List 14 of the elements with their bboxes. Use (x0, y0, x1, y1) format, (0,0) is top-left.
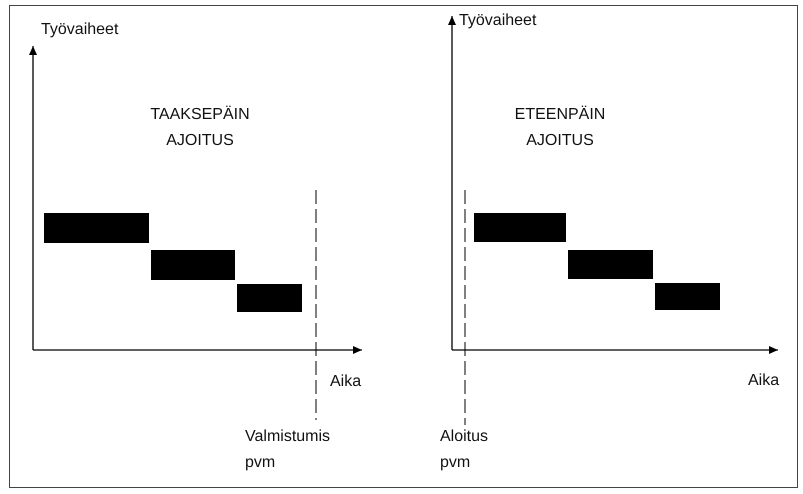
chart-title: TAAKSEPÄIN AJOITUS (149, 104, 251, 151)
chart-title: ETEENPÄIN AJOITUS (514, 104, 606, 151)
milestone-label: Valmistumis pvm (245, 427, 332, 473)
axis-label: Aika (748, 371, 780, 391)
schedule-bar (568, 250, 653, 279)
schedule-bar (655, 283, 720, 310)
schedule-bar (474, 213, 566, 242)
schedule-bar (237, 284, 302, 312)
schedule-bar (151, 250, 235, 280)
axis-label: Aika (330, 372, 362, 392)
axis-label: Työvaiheet (459, 11, 538, 31)
axis-label: Työvaiheet (41, 20, 120, 40)
milestone-label: Aloitus pvm (440, 427, 490, 473)
schedule-bar (44, 213, 149, 243)
